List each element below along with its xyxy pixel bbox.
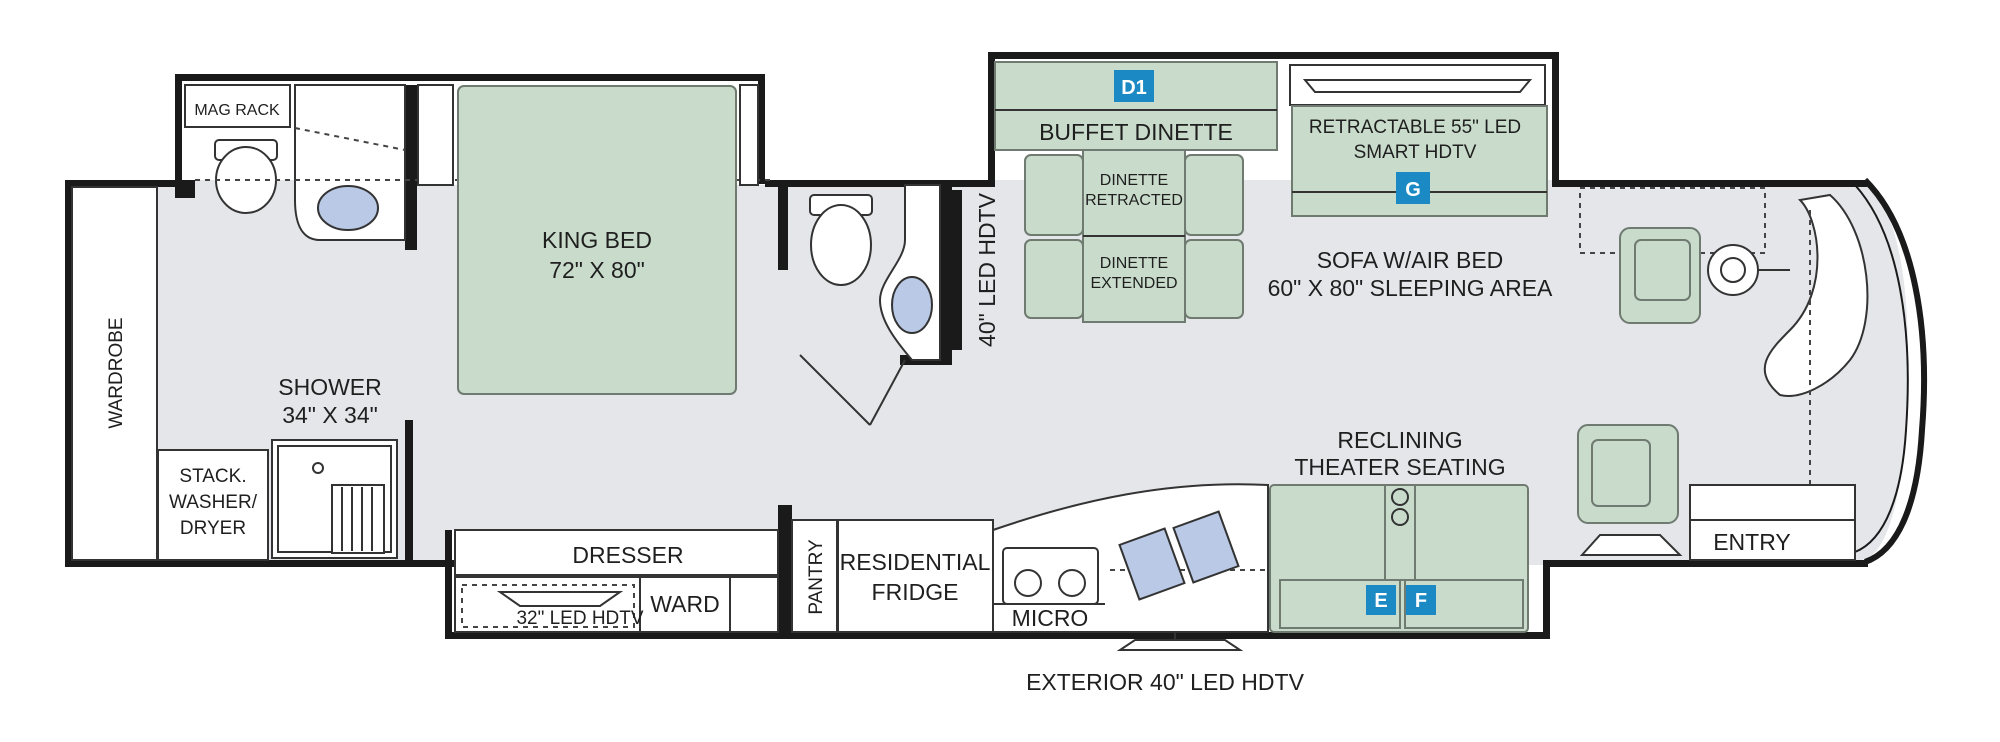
badge-d1 <box>1114 70 1154 102</box>
shower-door <box>405 420 413 560</box>
dinette-retracted-2: RETRACTED <box>1085 192 1183 209</box>
dresser-label: DRESSER <box>572 542 683 568</box>
mid-bath-wall-left <box>778 180 788 270</box>
wardrobe-label: WARDROBE <box>106 317 127 428</box>
dinette-slide-left <box>988 52 995 184</box>
exterior-tv-shape <box>1116 639 1244 651</box>
mid-bath-door <box>799 354 871 426</box>
king-bed-label: KING BED <box>542 227 652 253</box>
washer-label-1: STACK. <box>179 466 246 487</box>
cockpit-console <box>1763 193 1869 397</box>
entry-step <box>1689 484 1856 561</box>
badge-f-label: F <box>1415 590 1427 612</box>
badge-d1-label: D1 <box>1121 77 1147 99</box>
fridge-label-2: FRIDGE <box>872 579 959 605</box>
washer-label-2: WASHER/ <box>169 492 258 513</box>
bottom-slide-wall <box>445 632 1550 639</box>
cupholder-2 <box>1391 508 1409 526</box>
closet-wall-a <box>405 85 417 250</box>
bottom-slide-right <box>1543 565 1550 638</box>
dresser <box>454 529 779 576</box>
pantry-wall <box>778 505 792 635</box>
bath-slide-left <box>175 74 182 189</box>
bath-slide-right <box>758 74 765 184</box>
reclining-label-1: RECLINING <box>1337 427 1462 453</box>
tv32-label: 32" LED HDTV <box>516 608 643 629</box>
pantry-label: PANTRY <box>806 539 827 615</box>
micro-label: MICRO <box>1012 605 1089 631</box>
top-wall-mid <box>765 180 995 187</box>
sofa-label-2: 60" X 80" SLEEPING AREA <box>1268 275 1553 301</box>
dinette-retracted-1: DINETTE <box>1100 172 1168 189</box>
burner-1 <box>1014 569 1042 597</box>
kitchen-sink <box>1118 510 1240 601</box>
shower-label: SHOWER <box>278 374 382 400</box>
pantry <box>791 519 838 633</box>
mid-bath-wall-right <box>940 185 952 365</box>
top-wall-front <box>1552 180 1867 187</box>
entry-label: ENTRY <box>1713 529 1791 555</box>
led40-tv <box>952 190 962 350</box>
dinette-extended-2: EXTENDED <box>1090 275 1177 292</box>
sofa-label-1: SOFA W/AIR BED <box>1317 247 1504 273</box>
console <box>1384 484 1416 581</box>
entry-door <box>1579 534 1683 556</box>
tv55-label-1: RETRACTABLE 55" LED <box>1309 117 1521 138</box>
washer-label-3: DRYER <box>180 518 246 539</box>
driver-seat <box>1619 227 1701 324</box>
vanity-dash <box>294 127 406 151</box>
mag-rack-box <box>184 84 291 128</box>
steering-wheel <box>1707 244 1790 296</box>
top-wall-left <box>65 180 175 187</box>
front-cap <box>1862 177 1928 565</box>
badge-f <box>1406 585 1436 615</box>
dinette-extended-1: DINETTE <box>1100 255 1168 272</box>
badge-g-label: G <box>1405 179 1421 201</box>
wardrobe <box>71 186 158 561</box>
rear-wall <box>65 180 72 565</box>
washer-dryer <box>157 449 269 561</box>
dinette-slide-right <box>1552 52 1559 184</box>
mid-toilet <box>809 194 873 286</box>
shower-drain <box>312 462 324 474</box>
dinette-chairs <box>1024 154 1244 319</box>
tv55-label-2: SMART HDTV <box>1354 142 1477 163</box>
badge-e-label: E <box>1374 590 1387 612</box>
fridge-label-1: RESIDENTIAL <box>840 549 991 575</box>
buffet-label: BUFFET DINETTE <box>1039 119 1233 145</box>
front-cap-inner <box>1854 184 1909 553</box>
closet-wall-b <box>175 180 195 198</box>
burner-2 <box>1058 569 1086 597</box>
badge-g <box>1396 172 1430 204</box>
tv32-dash <box>461 584 635 628</box>
ward-box <box>639 576 731 633</box>
mid-sink <box>891 276 933 334</box>
tv55-shape <box>1302 79 1533 93</box>
shower-size: 34" X 34" <box>282 402 378 428</box>
ward-label: WARD <box>650 591 719 617</box>
bedside-right <box>739 84 759 186</box>
bottom-wall-rear <box>65 560 455 567</box>
rear-toilet <box>214 139 278 214</box>
passenger-seat <box>1577 424 1679 524</box>
bedside-left <box>417 84 454 186</box>
badge-e <box>1366 585 1396 615</box>
fridge <box>837 519 994 633</box>
tv32-shape <box>496 591 624 607</box>
dinette-slide-wall <box>988 52 1558 59</box>
king-bed <box>457 85 737 395</box>
bath-slide-wall <box>175 74 765 81</box>
led40-label: 40" LED HDTV <box>974 192 1000 347</box>
exterior-tv-label: EXTERIOR 40" LED HDTV <box>1026 669 1305 695</box>
bottom-slide-left <box>445 530 452 638</box>
mid-bath-door-2 <box>869 359 906 426</box>
king-bed-size: 72" X 80" <box>549 257 645 283</box>
shower-seat <box>331 484 385 554</box>
mag-rack-label: MAG RACK <box>194 102 280 119</box>
reclining-label-2: THEATER SEATING <box>1294 454 1505 480</box>
rear-sink <box>317 185 379 231</box>
bottom-wall-front <box>1543 560 1868 567</box>
cupholder-1 <box>1391 488 1409 506</box>
